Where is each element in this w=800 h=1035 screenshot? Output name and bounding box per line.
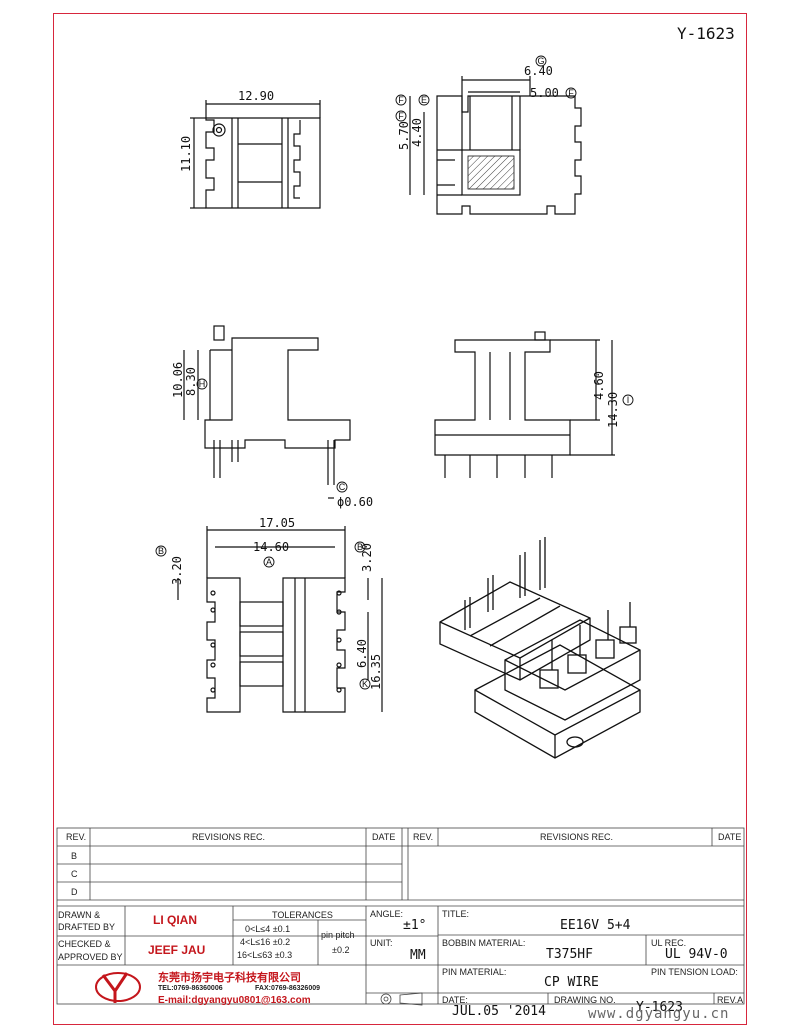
tolerances-title: TOLERANCES: [272, 910, 333, 920]
dim-sec-h2: 4.40: [410, 118, 424, 147]
marker-h: H: [199, 379, 206, 389]
date-label: DATE:: [442, 995, 468, 1005]
marker-k: K: [362, 679, 368, 689]
rev-row-c: C: [71, 869, 78, 879]
ul-rec-value: UL 94V-0: [665, 947, 728, 962]
dim-side-h2: 8.30: [184, 367, 198, 396]
title-label: TITLE:: [442, 909, 470, 919]
marker-b-2: B: [357, 542, 363, 552]
pin-pitch-value: ±0.2: [332, 945, 350, 955]
company-tel: TEL:0769-86360006: [158, 985, 223, 992]
rev-header-right: REV.: [413, 832, 434, 842]
marker-a: A: [266, 557, 272, 567]
pin-material-label: PIN MATERIAL:: [442, 967, 507, 977]
rev-row-d: D: [71, 887, 78, 897]
pin-pitch-label: pin pitch: [321, 930, 355, 940]
records-header-left: REVISIONS REC.: [192, 832, 266, 842]
top-view-outline: [205, 117, 321, 209]
ul-rec-label: UL REC.: [651, 938, 687, 948]
dim-pin-diameter: ϕ0.60: [337, 495, 373, 509]
company-name-cn: 东莞市扬宇电子科技有限公司: [158, 972, 301, 984]
dim-front-h1: 4.60: [592, 371, 606, 400]
company-email: E-mail:dgyangyu0801@163.com: [158, 995, 311, 1006]
dim-front-h2: 14.30: [606, 392, 620, 428]
rev-header-left: REV.: [66, 832, 87, 842]
angle-label: ANGLE:: [370, 909, 404, 919]
company-fax: FAX:0769-86326009: [255, 985, 320, 992]
marker-f-1: F: [568, 88, 574, 98]
drawn-label: DRAWN &: [58, 910, 101, 920]
dim-bot-pitch: 6.40: [355, 639, 369, 668]
drawing-no-label: DRAWING NO.: [554, 995, 616, 1005]
website-watermark: www.dgyangyu.cn: [588, 1006, 730, 1022]
dim-bot-offset-left: 3.20: [170, 556, 184, 585]
date-header-right: DATE: [718, 832, 742, 842]
dim-bot-w1: 17.05: [259, 516, 295, 530]
records-header-right: REVISIONS REC.: [540, 832, 614, 842]
marker-f-3: F: [398, 111, 404, 121]
company-logo-icon: [95, 972, 141, 1003]
drawn-name: LI QIAN: [153, 913, 197, 927]
rev-row-b: B: [71, 851, 78, 861]
marker-f-2: F: [398, 95, 404, 105]
marker-c: C: [339, 482, 346, 492]
marker-e: E: [421, 95, 427, 105]
approved-label: APPROVED BY: [58, 952, 123, 962]
dim-sec-h1: 5.70: [397, 121, 411, 150]
drawing-frame: [53, 13, 747, 1025]
angle-value: ±1°: [403, 918, 427, 933]
tolerance-2: 4<L≤16 ±0.2: [240, 937, 291, 947]
date-header-left: DATE: [372, 832, 396, 842]
checked-label: CHECKED &: [58, 939, 111, 949]
marker-g: G: [537, 56, 544, 66]
bobbin-material-label: BOBBIN MATERIAL:: [442, 938, 526, 948]
front-view-outline: [434, 339, 571, 456]
unit-value: MM: [410, 948, 426, 963]
dim-sec-w2: 5.00: [530, 86, 559, 100]
section-view-outline: [436, 95, 582, 215]
drawing-no-value: Y-1623: [636, 1000, 683, 1015]
isometric-view: [439, 537, 641, 759]
pin-tension-label: PIN TENSION LOAD:: [651, 967, 738, 977]
dim-top-height: 11.10: [179, 136, 193, 172]
pin-material-value: CP WIRE: [544, 975, 599, 990]
side-view-outline: [204, 337, 351, 449]
tolerance-3: 16<L≤63 ±0.3: [237, 950, 293, 960]
unit-label: UNIT:: [370, 938, 393, 948]
bobbin-material-value: T375HF: [546, 947, 593, 962]
dim-side-h1: 10.06: [171, 362, 185, 398]
tolerance-1: 0<L≤4 ±0.1: [245, 924, 291, 934]
projection-symbol-icon: [380, 992, 423, 1006]
dim-bot-w2: 14.60: [253, 540, 289, 554]
bottom-view-outline: [206, 577, 241, 713]
table-grid: [56, 827, 745, 1005]
checked-name: JEEF JAU: [148, 943, 206, 957]
document-number: Y-1623: [677, 24, 735, 43]
marker-i: I: [627, 395, 630, 405]
drafted-label: DRAFTED BY: [58, 922, 116, 932]
dim-sec-w1: 6.40: [524, 64, 553, 78]
dim-top-width: 12.90: [238, 89, 274, 103]
marker-b-1: B: [158, 546, 164, 556]
rev-a-label: REV.A: [717, 995, 744, 1005]
title-value: EE16V 5+4: [560, 918, 631, 933]
dim-bot-height: 16.35: [369, 654, 383, 690]
date-value: JUL.05 '2014: [452, 1004, 546, 1019]
